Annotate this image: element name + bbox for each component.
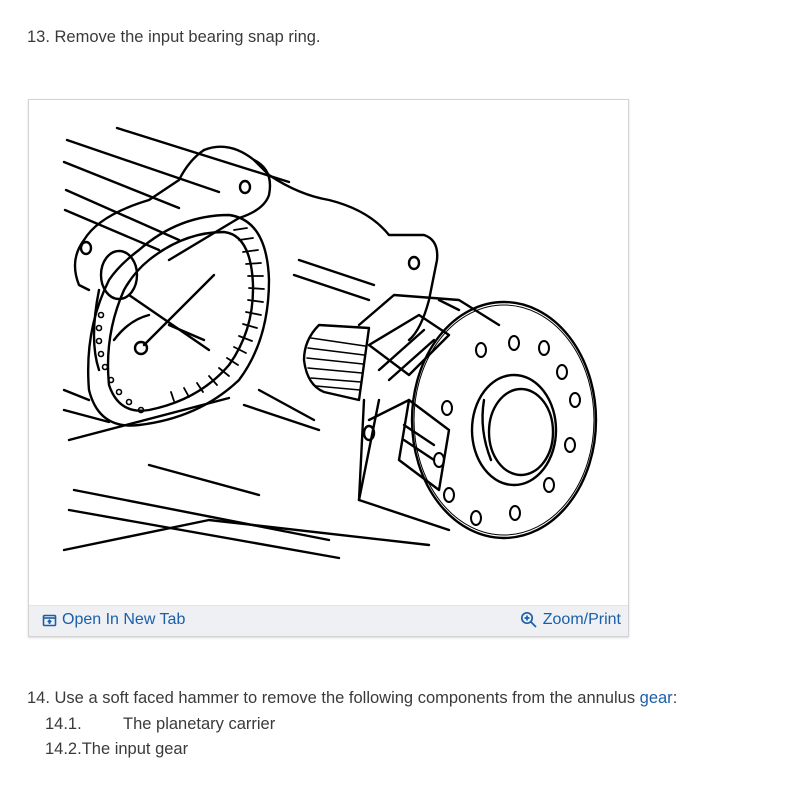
- sub-step-text: The planetary carrier: [123, 715, 276, 733]
- zoom-print-link[interactable]: Zoom/Print: [520, 611, 621, 629]
- step-14-text-after: :: [672, 689, 678, 707]
- gear-link[interactable]: gear: [639, 689, 673, 707]
- transmission-diagram-image: [62, 126, 598, 560]
- sub-step-text: The input gear: [81, 740, 189, 758]
- zoom-in-icon: [520, 611, 537, 628]
- sub-step-14-2: 14.2.The input gear: [45, 740, 188, 759]
- figure-card: Open In New Tab Zoom/Print: [28, 99, 629, 637]
- sub-step-number: 14.2.: [45, 740, 82, 758]
- open-in-new-tab-link[interactable]: Open In New Tab: [42, 611, 185, 629]
- open-in-new-tab-icon: [42, 614, 57, 626]
- figure-toolbar: Open In New Tab Zoom/Print: [29, 605, 628, 636]
- step-14-text-before: 14. Use a soft faced hammer to remove th…: [27, 689, 640, 707]
- open-in-new-tab-label: Open In New Tab: [62, 611, 186, 628]
- step-14-text: 14. Use a soft faced hammer to remove th…: [27, 689, 677, 708]
- zoom-print-label: Zoom/Print: [542, 611, 621, 628]
- sub-step-14-1: 14.1. The planetary carrier: [45, 715, 275, 734]
- step-13-text: 13. Remove the input bearing snap ring.: [27, 28, 321, 46]
- sub-step-number: 14.1.: [45, 715, 82, 733]
